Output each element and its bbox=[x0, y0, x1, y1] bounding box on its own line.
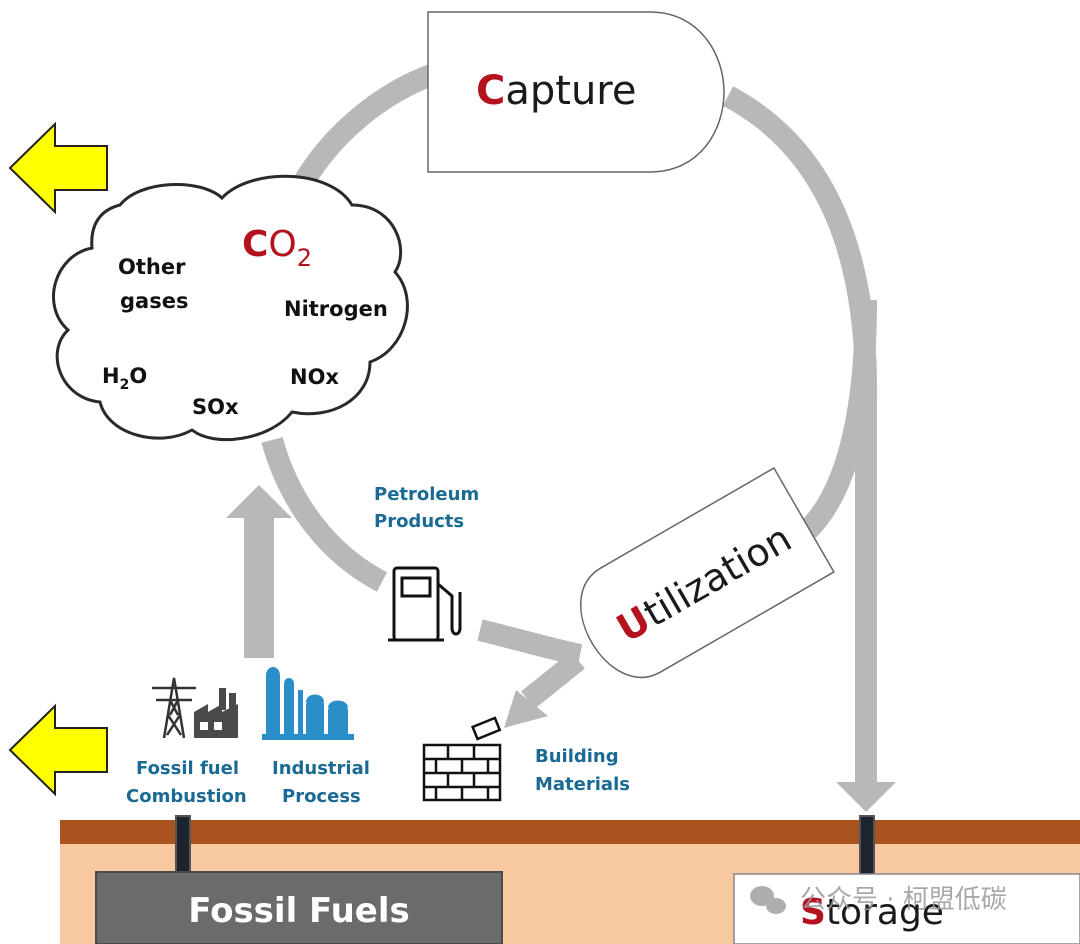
utilization-to-building-arrow bbox=[521, 651, 585, 709]
emission-up-arrow-shaft bbox=[244, 515, 274, 658]
emissions-cloud bbox=[52, 174, 409, 442]
building-line2: Materials bbox=[535, 774, 630, 795]
emission-to-capture-arrow bbox=[286, 61, 444, 202]
building-line1: Building bbox=[535, 746, 619, 767]
nitrogen-label: Nitrogen bbox=[284, 297, 388, 321]
refinery-icon bbox=[262, 667, 354, 740]
factory-icon bbox=[194, 688, 238, 738]
storage-box bbox=[733, 873, 1080, 944]
yellow-left-arrow-top bbox=[8, 121, 108, 215]
fuel-pump-icon bbox=[388, 566, 462, 642]
co2-subscript: 2 bbox=[297, 244, 312, 272]
fossil-fuels-box bbox=[95, 871, 503, 944]
storage-arrowhead bbox=[836, 782, 896, 812]
capture-initial: C bbox=[476, 68, 505, 114]
co2-initial: C bbox=[242, 224, 268, 265]
co2-o: O bbox=[268, 224, 296, 265]
nox-label: NOx bbox=[290, 365, 339, 389]
other-gases-line2: gases bbox=[120, 289, 188, 313]
petroleum-line2: Products bbox=[374, 511, 464, 532]
sox-label: SOx bbox=[192, 395, 239, 419]
other-gases-line1: Other bbox=[118, 255, 186, 279]
capture-rest: apture bbox=[505, 68, 636, 114]
combustion-line1: Fossil fuel bbox=[136, 758, 239, 779]
extraction-pipe bbox=[175, 815, 191, 875]
building-arrowhead bbox=[504, 690, 548, 728]
h2o-h: H bbox=[102, 364, 120, 388]
industrial-line2: Process bbox=[282, 786, 361, 807]
h2o-label: H2O bbox=[102, 364, 147, 393]
petroleum-line1: Petroleum bbox=[374, 484, 479, 505]
capture-to-utilization-arrow bbox=[799, 299, 877, 538]
capture-box bbox=[427, 11, 725, 173]
petroleum-arc-arrow bbox=[261, 436, 388, 592]
watermark: 公众号 · 柯盟低碳 bbox=[800, 885, 1007, 915]
injection-pipe bbox=[859, 815, 875, 879]
storage-rest: torage bbox=[826, 892, 944, 933]
emission-up-arrowhead bbox=[226, 485, 292, 518]
storage-initial: S bbox=[800, 892, 826, 933]
brick-wall-icon bbox=[422, 716, 502, 802]
utilization-to-petroleum-arrow bbox=[477, 619, 583, 666]
power-tower-icon bbox=[152, 677, 196, 739]
h2o-o: O bbox=[129, 364, 147, 388]
utilization-box: Utilization bbox=[580, 467, 835, 679]
storage-label: Storage bbox=[800, 892, 944, 933]
combustion-line2: Combustion bbox=[126, 786, 247, 807]
fossil-fuels-label: Fossil Fuels bbox=[188, 891, 410, 931]
yellow-left-arrow-bottom bbox=[8, 703, 108, 797]
industrial-line1: Industrial bbox=[272, 758, 370, 779]
co2-label: CO2 bbox=[242, 224, 312, 272]
h2o-subscript: 2 bbox=[120, 377, 130, 393]
wechat-icon bbox=[750, 886, 786, 914]
capture-label: Capture bbox=[476, 68, 636, 114]
